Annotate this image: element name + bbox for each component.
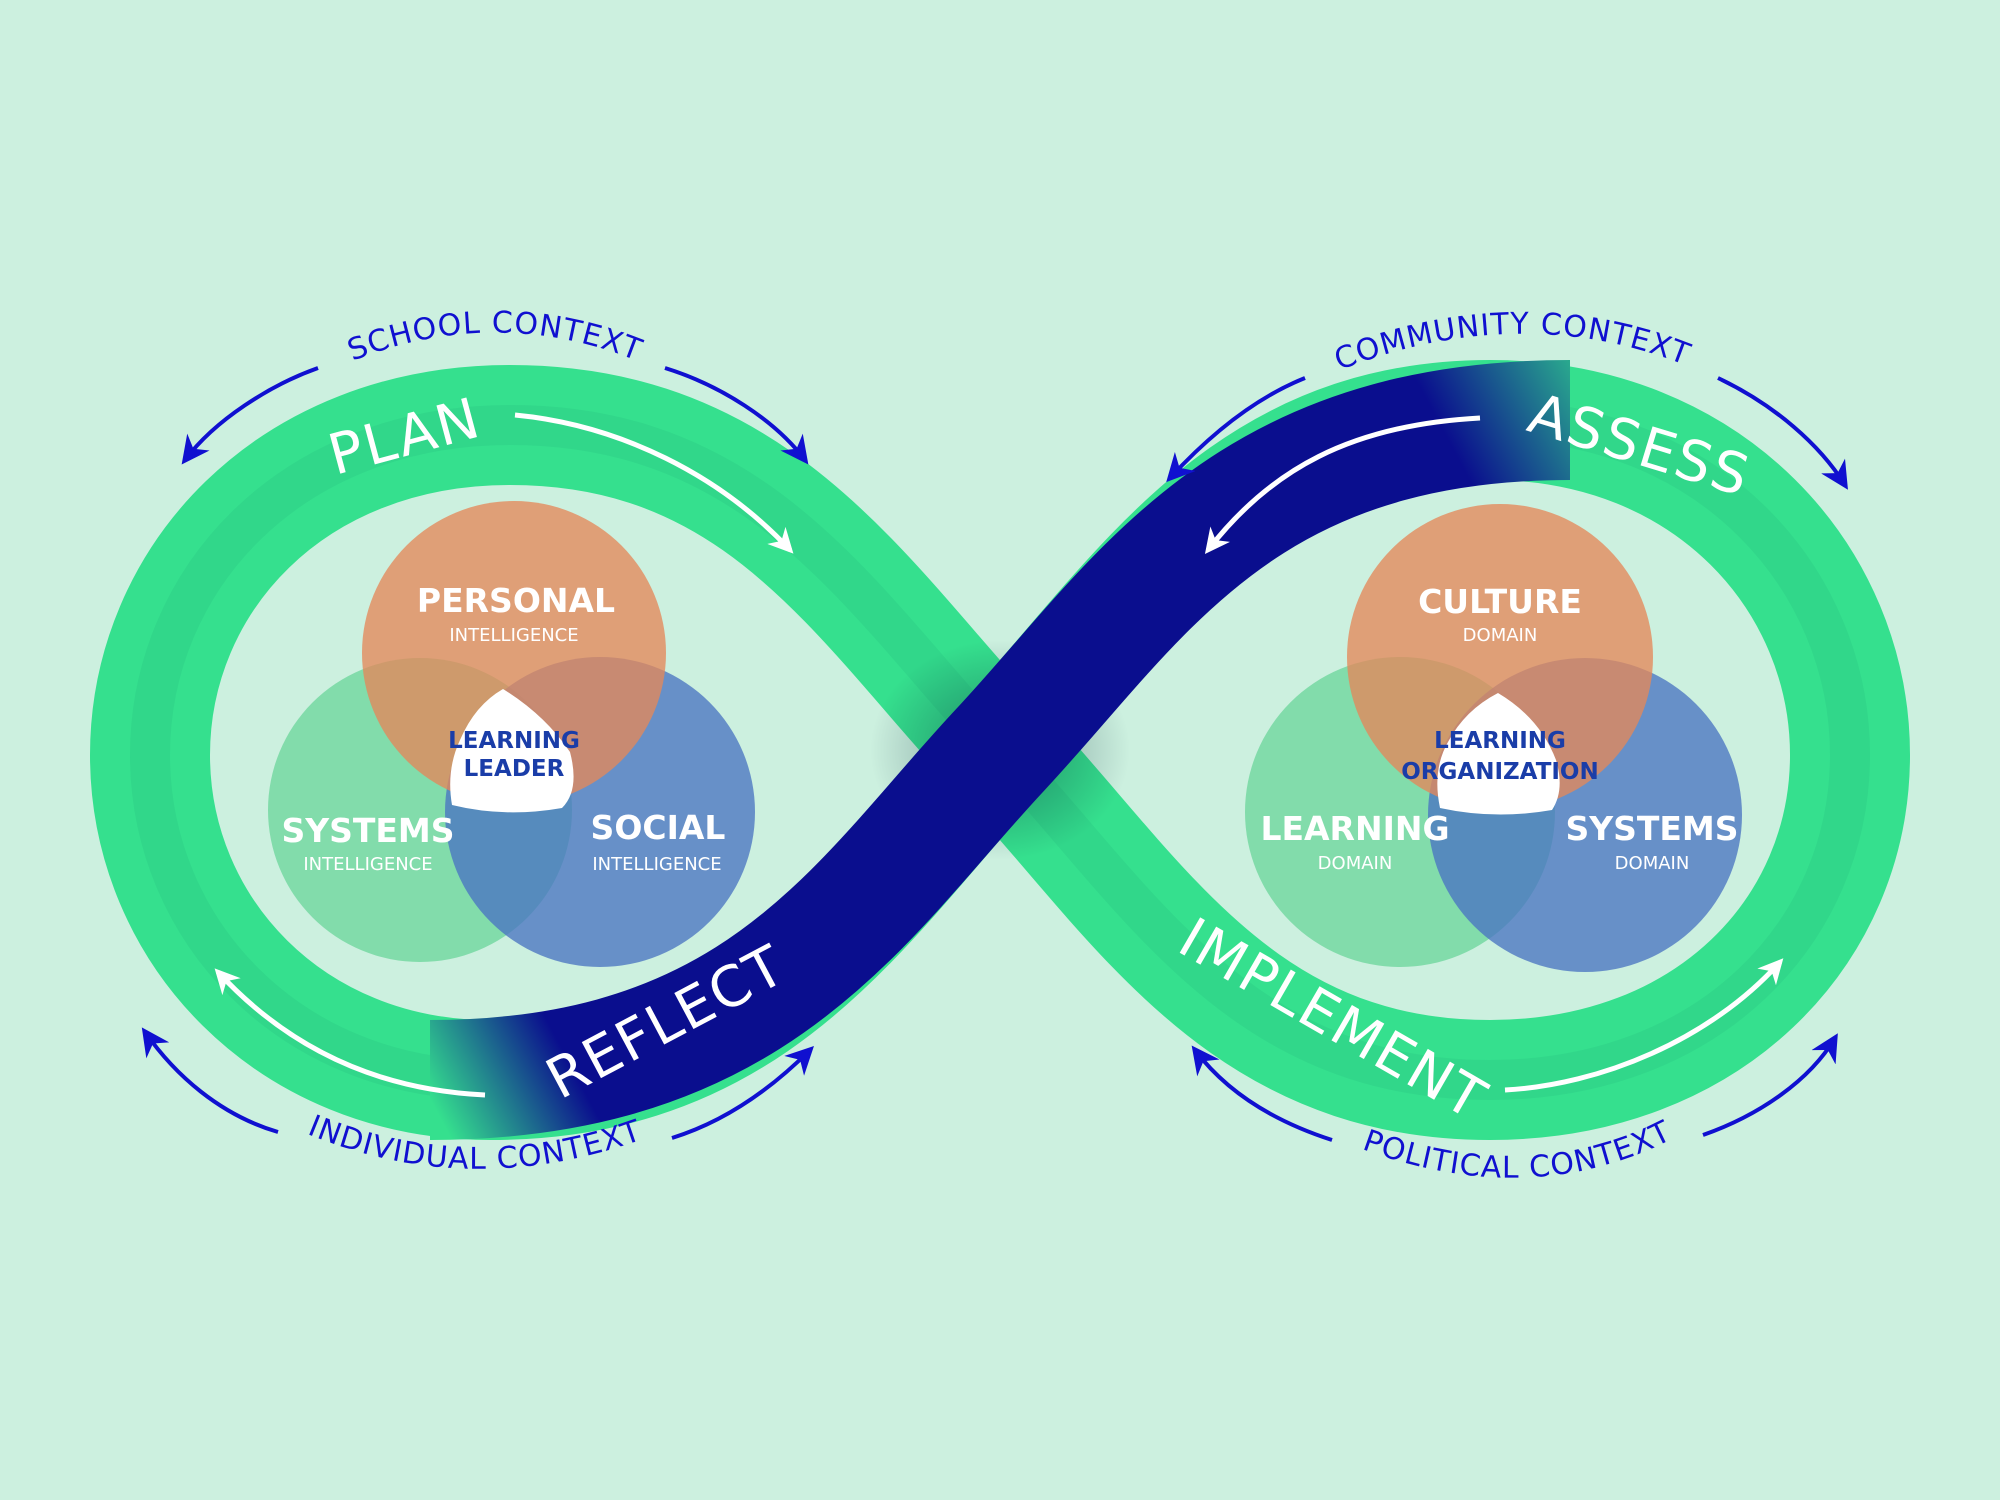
- right-venn-learning-title: LEARNING: [1260, 809, 1449, 848]
- political-context-arrow-left: [1191, 1045, 1333, 1142]
- community-context-arrow-right: [1717, 376, 1848, 490]
- left-venn-diagram: PERSONAL INTELLIGENCE SYSTEMS INTELLIGEN…: [268, 501, 755, 967]
- left-venn-center-line1: LEARNING: [448, 728, 580, 754]
- implement-flow-arrow: [1504, 958, 1784, 1093]
- left-venn-social-title: SOCIAL: [591, 808, 726, 847]
- plan-flow-arrow: [514, 412, 794, 554]
- right-venn-culture-subtitle: DOMAIN: [1463, 625, 1538, 646]
- right-venn-culture-circle: [1347, 504, 1653, 810]
- right-venn-center-line2: ORGANIZATION: [1401, 759, 1599, 785]
- left-venn-personal-subtitle: INTELLIGENCE: [449, 625, 578, 646]
- right-venn-center-line1: LEARNING: [1434, 728, 1566, 754]
- left-venn-personal-title: PERSONAL: [417, 581, 615, 620]
- right-venn-center-region: [1437, 693, 1560, 815]
- reflect-flow-arrow: [214, 968, 486, 1098]
- left-venn-systems-title: SYSTEMS: [281, 811, 454, 850]
- right-venn-learning-subtitle: DOMAIN: [1318, 853, 1393, 874]
- right-venn-culture-title: CULTURE: [1418, 582, 1582, 621]
- left-venn-social-subtitle: INTELLIGENCE: [592, 854, 721, 875]
- left-venn-systems-subtitle: INTELLIGENCE: [303, 854, 432, 875]
- assess-flow-arrow: [1204, 415, 1481, 554]
- left-venn-personal-circle: [362, 501, 666, 805]
- individual-context-arrow-right: [671, 1046, 814, 1140]
- political-context-arrow-right: [1702, 1033, 1838, 1137]
- right-venn-diagram: CULTURE DOMAIN LEARNING DOMAIN SYSTEMS D…: [1245, 504, 1742, 972]
- school-context-arrow-left: [181, 366, 319, 465]
- individual-context-arrow-left: [141, 1027, 279, 1134]
- school-context-arrow-right: [664, 366, 809, 465]
- infinity-blue-band: [429, 360, 1571, 1140]
- community-context-arrow-left: [1166, 376, 1306, 483]
- left-venn-center-line2: LEADER: [464, 756, 565, 782]
- right-venn-systems-title: SYSTEMS: [1565, 809, 1738, 848]
- right-venn-systems-subtitle: DOMAIN: [1615, 853, 1690, 874]
- left-venn-center-region: [450, 689, 574, 813]
